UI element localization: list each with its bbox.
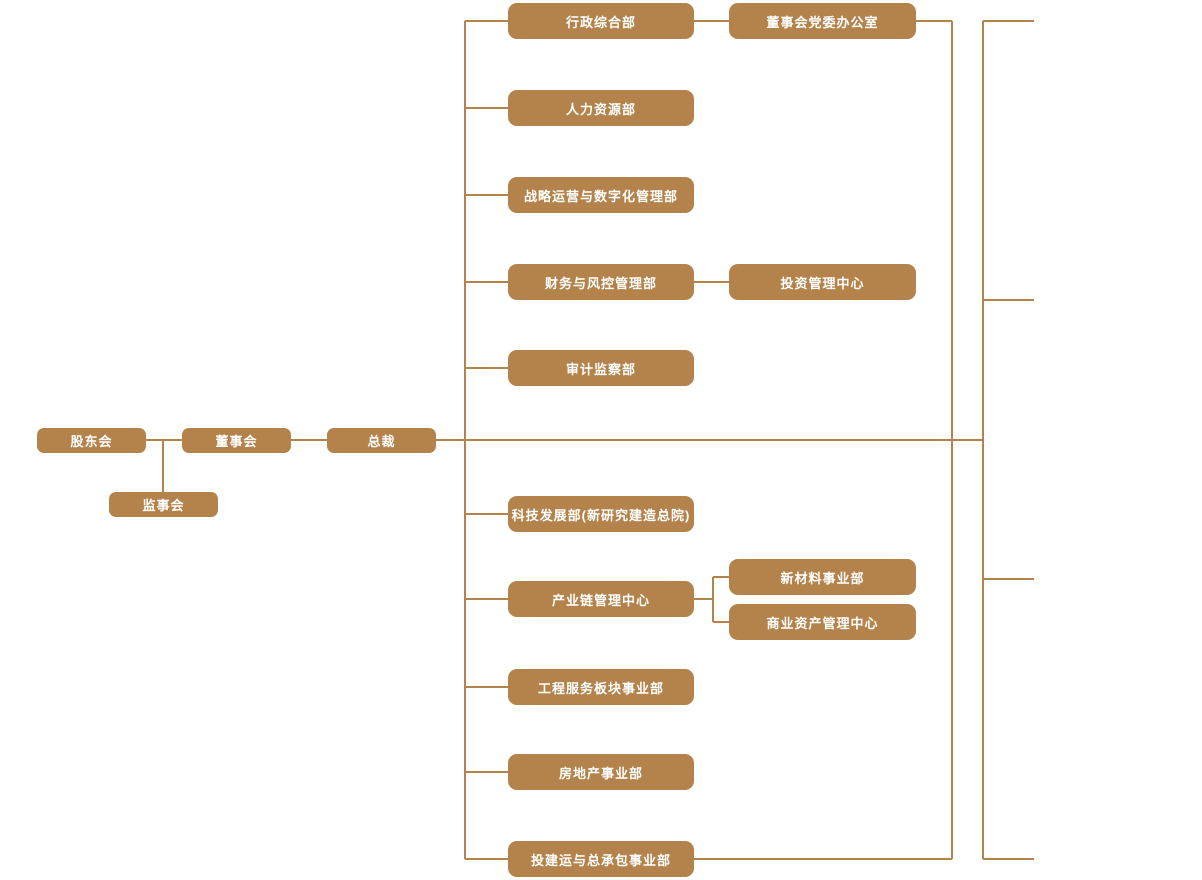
connector-line-horizontal [465,513,508,515]
connector-line-horizontal [983,858,1034,860]
connector-line-horizontal [146,439,182,441]
org-node-industry-chain-mgmt-center: 产业链管理中心 [508,581,694,617]
connector-line-vertical [982,21,984,859]
org-node-new-materials-div: 新材料事业部 [729,559,916,595]
connector-line-horizontal [465,771,508,773]
connector-line-horizontal [465,367,508,369]
org-node-board-of-directors: 董事会 [182,428,291,453]
org-node-tech-development-dept: 科技发展部(新研究建造总院) [508,496,694,532]
connector-line-vertical [162,440,164,492]
org-node-admin-general-dept: 行政综合部 [508,3,694,39]
connector-line-horizontal [465,20,508,22]
org-node-investment-mgmt-center: 投资管理中心 [729,264,916,300]
connector-line-horizontal [465,194,508,196]
connector-line-horizontal [694,598,713,600]
connector-line-horizontal [713,621,729,623]
org-node-real-estate-div: 房地产事业部 [508,754,694,790]
org-node-engineering-services-div: 工程服务板块事业部 [508,669,694,705]
connector-line-horizontal [465,686,508,688]
connector-line-horizontal [694,20,729,22]
org-node-shareholders-meeting: 股东会 [37,428,146,453]
connector-line-horizontal [916,20,952,22]
org-node-strategy-ops-digital-dept: 战略运营与数字化管理部 [508,177,694,213]
connector-line-horizontal [291,439,327,441]
connector-line-horizontal [983,578,1034,580]
org-node-finance-risk-control-dept: 财务与风控管理部 [508,264,694,300]
org-node-board-party-committee-office: 董事会党委办公室 [729,3,916,39]
connector-line-vertical [712,577,714,622]
connector-line-horizontal [465,107,508,109]
connector-line-horizontal [465,598,508,600]
connector-line-horizontal [713,576,729,578]
org-node-ibo-general-contracting-div: 投建运与总承包事业部 [508,841,694,877]
org-node-audit-supervision-dept: 审计监察部 [508,350,694,386]
connector-line-vertical [951,21,953,859]
connector-line-horizontal [465,858,508,860]
org-node-commercial-asset-mgmt-center: 商业资产管理中心 [729,604,916,640]
connector-line-vertical [464,21,466,859]
org-node-human-resources-dept: 人力资源部 [508,90,694,126]
connector-line-horizontal [983,20,1034,22]
connector-line-horizontal [465,281,508,283]
connector-line-horizontal [694,858,952,860]
connector-line-horizontal [694,281,729,283]
org-node-supervisory-board: 监事会 [109,492,218,517]
org-node-president: 总裁 [327,428,436,453]
connector-line-horizontal [436,439,983,441]
connector-line-horizontal [983,299,1034,301]
